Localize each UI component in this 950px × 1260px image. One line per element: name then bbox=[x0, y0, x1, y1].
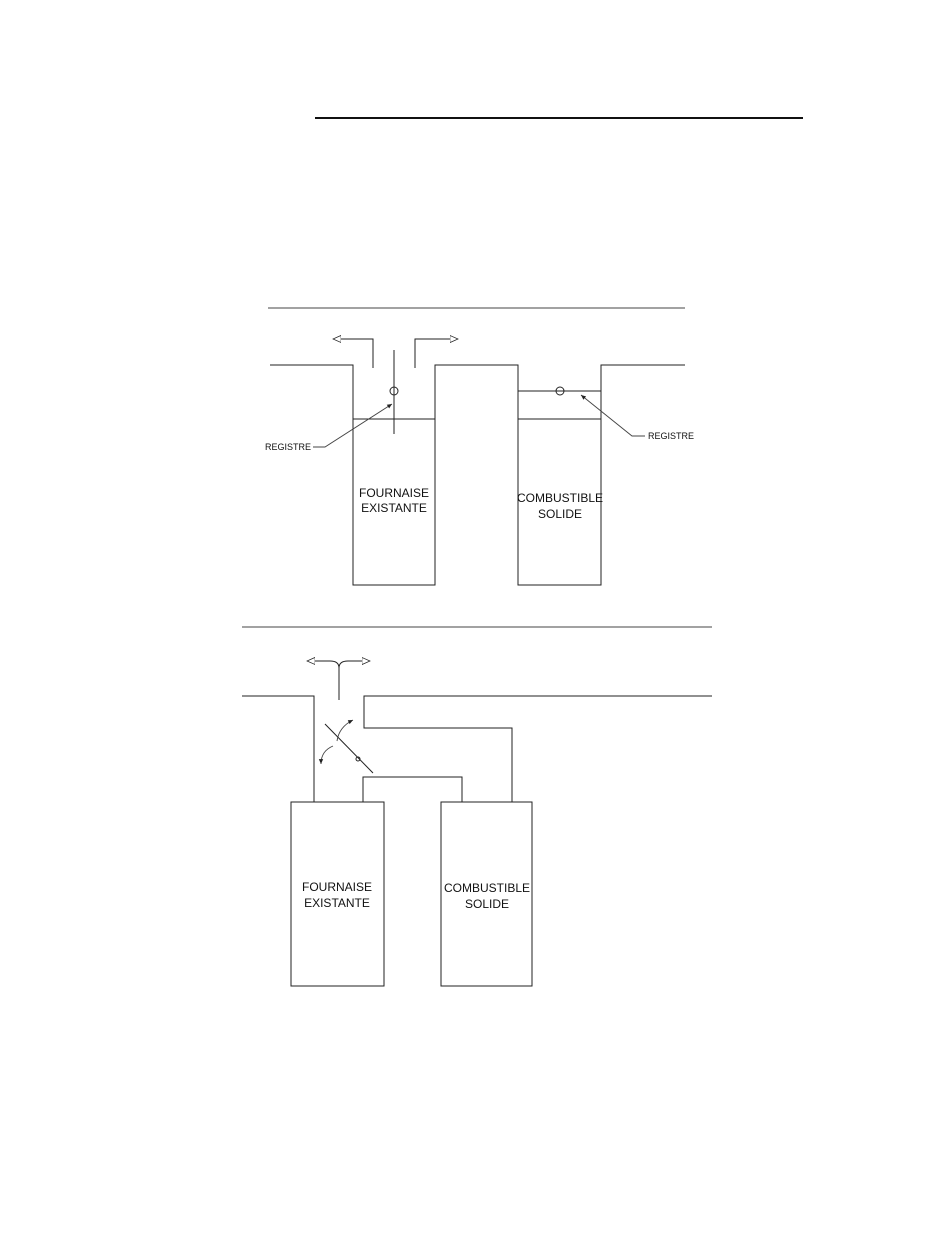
top-duct-right bbox=[601, 365, 685, 585]
bottom-solid-label-line2: SOLIDE bbox=[465, 897, 509, 911]
top-duct-left bbox=[270, 365, 353, 585]
bottom-damper-swing-upper bbox=[337, 720, 353, 741]
bottom-flow-arrow-left bbox=[307, 661, 339, 668]
bottom-solid-label-line1: COMBUSTIBLE bbox=[444, 881, 530, 895]
top-damper-right-label: REGISTRE bbox=[648, 431, 694, 441]
diagram-bottom: FOURNAISE EXISTANTE COMBUSTIBLE SOLIDE bbox=[242, 627, 712, 986]
bottom-inner-duct bbox=[363, 777, 462, 802]
bottom-duct-right bbox=[364, 696, 712, 802]
top-furnace-label-line1: FOURNAISE bbox=[359, 486, 429, 500]
top-flow-arrow-right bbox=[415, 339, 458, 368]
top-leader-right bbox=[581, 395, 645, 436]
top-solid-label-line1: COMBUSTIBLE bbox=[517, 491, 603, 505]
bottom-furnace-box bbox=[291, 802, 384, 986]
top-duct-middle bbox=[435, 365, 518, 585]
bottom-duct-left bbox=[242, 696, 314, 802]
bottom-flow-arrow-right bbox=[339, 661, 370, 668]
bottom-damper-blade bbox=[325, 724, 373, 773]
bottom-furnace-label-line1: FOURNAISE bbox=[302, 880, 372, 894]
top-furnace-label-line2: EXISTANTE bbox=[361, 501, 427, 515]
bottom-damper-swing-lower bbox=[321, 746, 333, 764]
top-damper-left-label: REGISTRE bbox=[265, 442, 311, 452]
bottom-furnace-label-line2: EXISTANTE bbox=[304, 896, 370, 910]
top-solid-label-line2: SOLIDE bbox=[538, 507, 582, 521]
top-flow-arrow-left bbox=[333, 339, 373, 368]
diagram-top: REGISTRE REGISTRE FOURNAISE EXISTANTE CO… bbox=[265, 308, 694, 585]
